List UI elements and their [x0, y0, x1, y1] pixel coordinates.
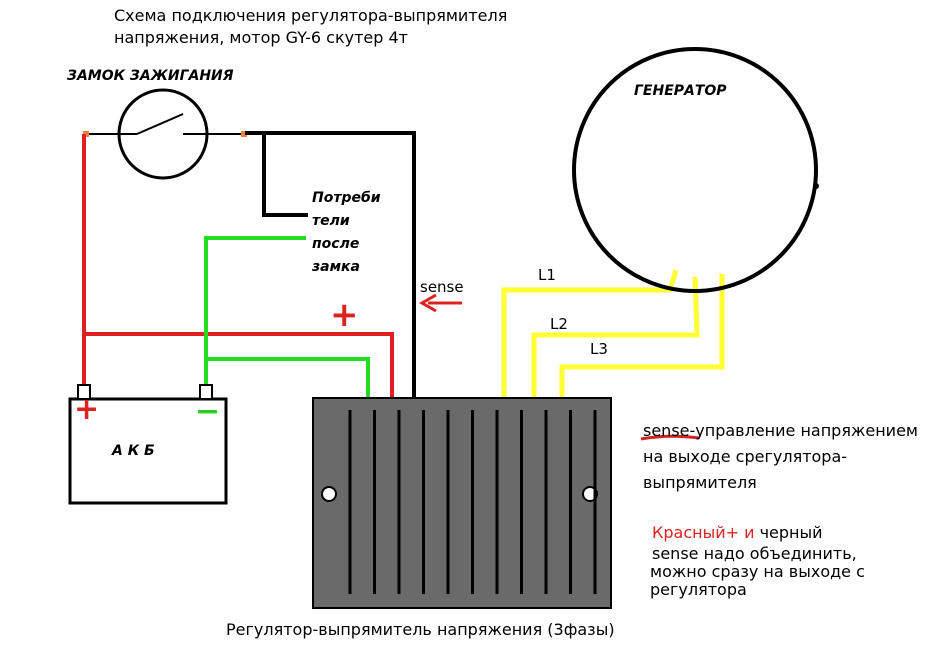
- title-line-2: напряжения, мотор GY-6 скутер 4т: [114, 28, 408, 47]
- l1-label: L1: [538, 266, 556, 284]
- sense-underline: [640, 434, 700, 441]
- join-note-line-4: регулятора: [650, 580, 747, 599]
- generator-label: ГЕНЕРАТОР: [634, 83, 727, 99]
- join-note-line-3: можно сразу на выходе с: [650, 562, 865, 581]
- sense-note-line-1: sense-управление напряжением: [643, 419, 918, 443]
- l2-label: L2: [550, 315, 568, 333]
- sense-note-word: sense: [643, 421, 690, 440]
- green-wires: [204, 236, 370, 400]
- ignition-switch: [83, 88, 247, 180]
- diagram-title: Схема подключения регулятора-выпрямителя…: [114, 5, 507, 49]
- battery-plus: +: [74, 392, 100, 427]
- sense-note-line-3: выпрямителя: [643, 473, 757, 492]
- red-wires: [82, 134, 394, 400]
- join-note-line-2: sense надо объединить,: [652, 544, 857, 563]
- sense-note-line-2: на выходе срегулятора-: [643, 447, 848, 466]
- sense-label: sense: [420, 278, 464, 296]
- join-note-line-1: Красный+ и черный: [652, 521, 823, 545]
- l3-label: L3: [590, 340, 608, 358]
- battery-label: А К Б: [112, 443, 155, 459]
- join-note-black: черный: [754, 523, 823, 542]
- generator: [572, 47, 819, 293]
- sense-arrow: [418, 293, 462, 313]
- ignition-label: ЗАМОК ЗАЖИГАНИЯ: [67, 68, 234, 84]
- regulator-caption: Регулятор-выпрямитель напряжения (3фазы): [226, 620, 615, 639]
- consumers-label-1: Потреби: [312, 190, 381, 206]
- yellow-wires: [501, 269, 725, 400]
- regulator-rectifier: [312, 397, 612, 609]
- black-wires: [245, 131, 416, 400]
- consumers-label-4: замка: [312, 259, 360, 275]
- sense-note-rest: -управление напряжением: [689, 421, 919, 440]
- plus-sign: +: [330, 295, 359, 335]
- title-line-1: Схема подключения регулятора-выпрямителя: [114, 6, 508, 25]
- battery: [68, 384, 228, 505]
- battery-minus: −: [195, 394, 221, 429]
- join-note-red: Красный+ и: [652, 523, 755, 542]
- consumers-label-3: после: [312, 236, 360, 252]
- consumers-label-2: тели: [312, 213, 350, 229]
